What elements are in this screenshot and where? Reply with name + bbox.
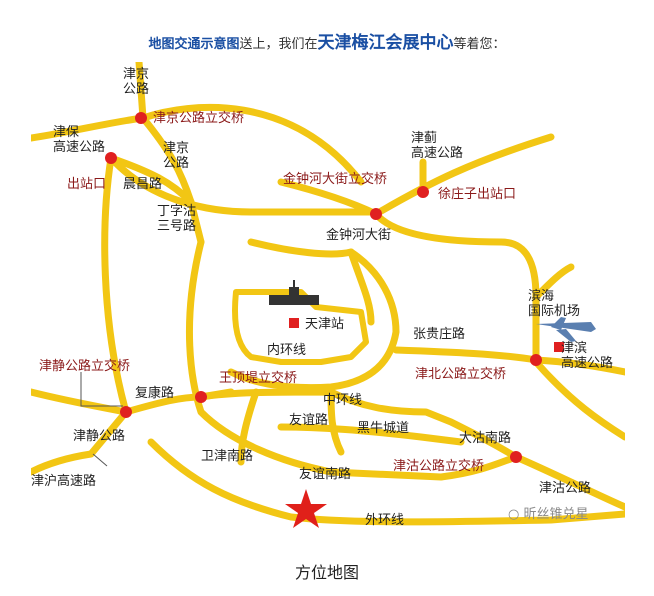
label-line: 滨海	[528, 288, 554, 304]
label-zhangguizhuang: 张贵庄路	[413, 326, 465, 342]
label-line: 中环线	[323, 393, 362, 408]
label-jinzhonghe-interchange: 金钟河大街立交桥	[283, 171, 387, 187]
map-caption: 方位地图	[294, 563, 359, 582]
intro-venue-name: 天津梅江会展中心	[317, 33, 454, 53]
watermark: ○ 昕丝锥兑星	[508, 503, 589, 522]
label-heiniucheng: 黑牛城道	[357, 421, 409, 436]
label-dagu-south: 大沽南路	[459, 430, 511, 446]
label-line: 丁字沽	[157, 204, 196, 219]
label-youyi: 友谊路	[289, 412, 328, 428]
label-line: 津滨	[561, 340, 587, 356]
label-jinjing-road: 津静公路	[73, 428, 125, 444]
interchange-marker-icon	[195, 391, 207, 403]
label-jingu-interchange: 津沽公路立交桥	[393, 458, 484, 474]
intro-map-title: 地图交通示意图	[148, 37, 240, 52]
train-station-icon	[269, 280, 319, 328]
interchange-marker-icon	[135, 112, 147, 124]
label-jinbei-interchange: 津北公路立交桥	[415, 366, 506, 382]
label-line: 金钟河大街	[326, 227, 391, 243]
label-line: 大沽南路	[459, 430, 511, 446]
interchange-marker-icon	[510, 451, 522, 463]
label-jingjing-interchange: 津京公路立交桥	[153, 110, 244, 126]
label-jinbin-gaosu: 津滨高速公路	[561, 340, 613, 371]
label-line: 金钟河大街立交桥	[283, 171, 387, 187]
interchange-marker-icon	[120, 406, 132, 418]
label-fukang: 复康路	[135, 385, 174, 401]
destination-star-icon	[285, 489, 327, 528]
label-line: 三号路	[157, 218, 196, 234]
label-line: 张贵庄路	[413, 326, 465, 342]
label-line: 内环线	[267, 342, 306, 358]
label-jinjing-interchange: 津静公路立交桥	[39, 358, 130, 374]
label-line: 高速公路	[411, 145, 463, 161]
label-line: 黑牛城道	[357, 421, 409, 436]
label-tianjin-station: 天津站	[305, 317, 344, 332]
label-line: 出站口	[67, 177, 106, 192]
intro-text-2: 等着您：	[453, 37, 506, 52]
interchange-marker-icon	[370, 208, 382, 220]
label-line: 高速公路	[561, 355, 613, 371]
label-wangdingdi-interchange: 王顶堤立交桥	[219, 370, 297, 386]
interchange-marker-icon	[105, 152, 117, 164]
intro-text-1: 送上，我们在	[239, 37, 318, 52]
label-line: 卫津南路	[201, 448, 253, 464]
label-youyi-south: 友谊南路	[299, 466, 351, 482]
label-line: 津沪高速路	[31, 473, 96, 489]
label-line: 津静公路	[73, 428, 125, 444]
interchange-marker-icon	[417, 186, 429, 198]
label-line: 外环线	[365, 513, 404, 528]
label-chenchang: 晨昌路	[123, 176, 162, 192]
label-line: 复康路	[135, 385, 174, 401]
label-weijin-south: 卫津南路	[201, 448, 253, 464]
label-jinhu-gaosu: 津沪高速路	[31, 473, 96, 489]
airplane-icon	[536, 317, 596, 352]
label-line: 国际机场	[528, 304, 580, 319]
label-jingjing-mid: 津京公路	[163, 141, 189, 171]
label-line: 高速公路	[53, 139, 105, 155]
label-line: 友谊南路	[299, 466, 351, 482]
label-jinji-gaosu: 津蓟高速公路	[411, 131, 463, 161]
label-line: 公路	[123, 81, 149, 97]
label-jinzhonghe: 金钟河大街	[326, 227, 391, 243]
label-line: 天津站	[305, 317, 344, 332]
watermark-text: 昕丝锥兑星	[523, 507, 589, 522]
label-line: 津沽公路立交桥	[393, 458, 484, 474]
label-line: 津保	[53, 125, 79, 140]
label-line: 津北公路立交桥	[415, 366, 506, 382]
label-line: 津京	[163, 141, 189, 156]
label-line: 公路	[163, 155, 189, 171]
label-neihuan: 内环线	[267, 342, 306, 358]
label-line: 津京	[123, 67, 149, 82]
label-jinbao-gaosu: 津保高速公路	[53, 125, 105, 155]
label-line: 津静公路立交桥	[39, 358, 130, 374]
label-line: 津沽公路	[539, 480, 591, 496]
interchange-marker-icon	[530, 354, 542, 366]
label-jingu-road: 津沽公路	[539, 480, 591, 496]
label-chuzhankou: 出站口	[67, 177, 106, 192]
label-zhonghuan: 中环线	[323, 393, 362, 408]
label-dingzigu: 丁字沽三号路	[157, 204, 196, 234]
interchange-markers	[105, 112, 542, 463]
intro-line: 地图交通示意图送上，我们在天津梅江会展中心等着您：	[0, 28, 654, 53]
label-line: 友谊路	[289, 412, 328, 428]
label-line: 徐庄子出站口	[438, 186, 516, 202]
label-xuzhuangzi: 徐庄子出站口	[438, 186, 516, 202]
traffic-map: 津京公路 津京公路立交桥 津保高速公路 出站口 晨昌路 津京公路 丁字沽三号路 …	[31, 62, 625, 536]
label-binhai-airport: 滨海国际机场	[528, 288, 580, 319]
label-line: 津蓟	[411, 131, 437, 146]
wechat-icon: ○	[508, 507, 520, 522]
label-jingjing-top: 津京公路	[123, 67, 149, 97]
map-labels: 津京公路 津京公路立交桥 津保高速公路 出站口 晨昌路 津京公路 丁字沽三号路 …	[31, 67, 613, 528]
label-line: 津京公路立交桥	[153, 110, 244, 126]
label-line: 晨昌路	[123, 176, 162, 192]
label-line: 王顶堤立交桥	[219, 370, 297, 386]
label-waihuan: 外环线	[365, 513, 404, 528]
